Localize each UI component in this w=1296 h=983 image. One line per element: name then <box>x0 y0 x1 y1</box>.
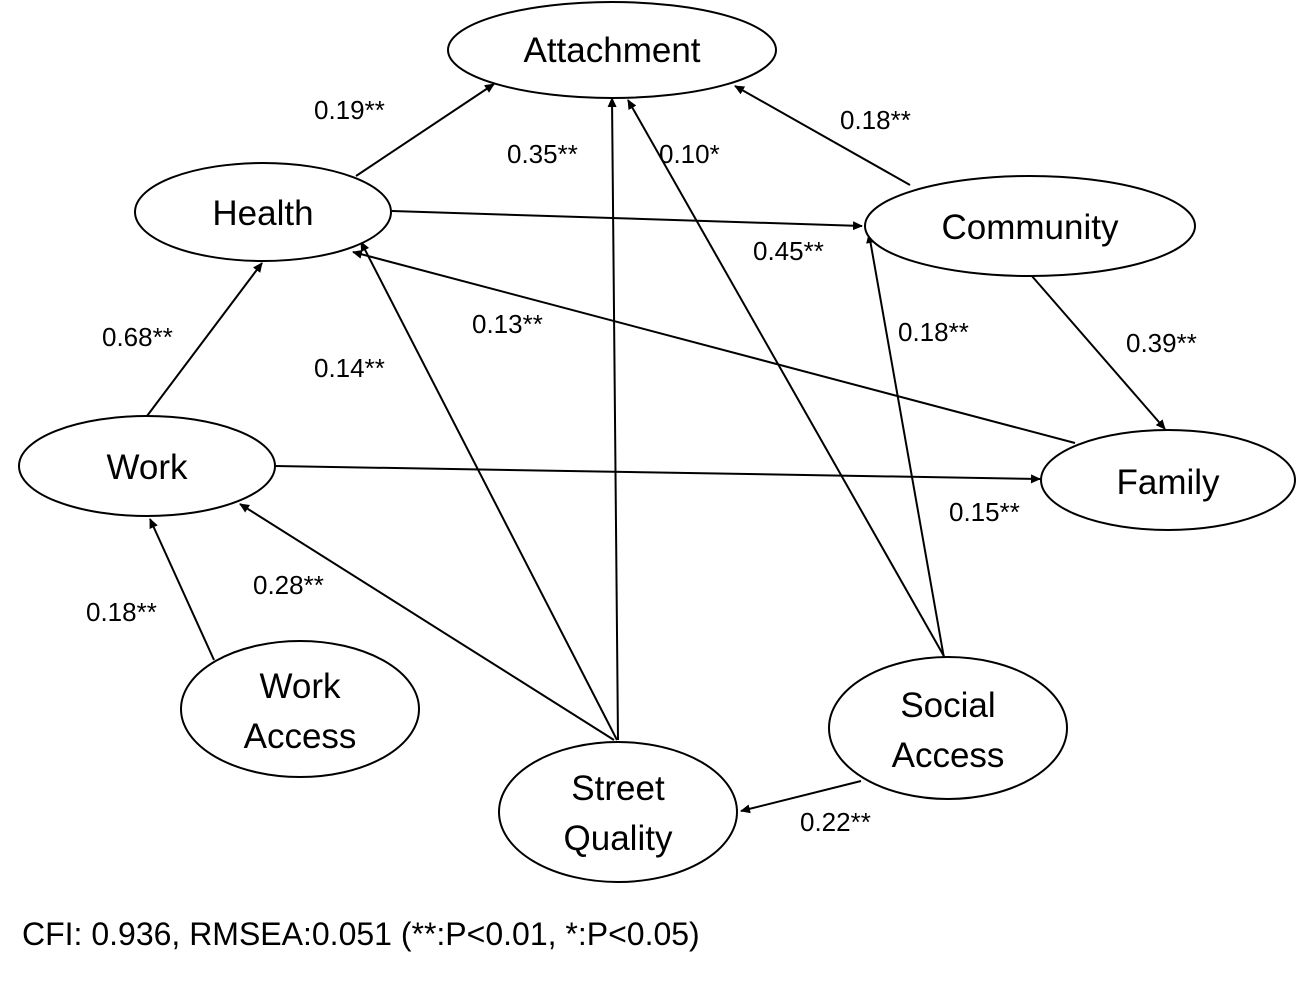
coef-social-community: 0.18** <box>898 317 969 347</box>
coef-work-family: 0.15** <box>949 497 1020 527</box>
node-social-access-label-1: Social <box>900 686 995 725</box>
node-work: Work <box>18 415 276 517</box>
coef-street-health: 0.14** <box>314 353 385 383</box>
node-attachment-label: Attachment <box>523 31 700 70</box>
edge-work-family <box>274 465 1041 484</box>
coef-health-attachment: 0.19** <box>314 95 385 125</box>
coef-work-health: 0.68** <box>102 322 173 352</box>
coef-social-street: 0.22** <box>800 807 871 837</box>
edge-social-attachment <box>627 99 946 659</box>
node-work-access-label-2: Access <box>244 717 357 756</box>
edge-health-attachment <box>355 83 495 177</box>
node-social-access-label-2: Access <box>892 736 1005 775</box>
node-work-label: Work <box>106 448 188 487</box>
edge-street-work <box>239 503 615 741</box>
node-health-label: Health <box>212 194 313 233</box>
edge-community-attachment <box>734 85 911 186</box>
node-attachment: Attachment <box>447 1 777 99</box>
node-health: Health <box>134 162 392 262</box>
edge-social-community <box>866 233 945 659</box>
node-street-quality: Street Quality <box>498 741 738 883</box>
coef-community-attachment: 0.18** <box>840 105 911 135</box>
node-work-access-label-1: Work <box>259 667 341 706</box>
edge-work-health <box>146 262 263 417</box>
model-fit-note: CFI: 0.936, RMSEA:0.051 (**:P<0.01, *:P<… <box>22 916 700 952</box>
node-community-label: Community <box>942 208 1119 247</box>
coef-health-community: 0.45** <box>753 236 824 266</box>
coef-community-family: 0.39** <box>1126 328 1197 358</box>
coef-workaccess-work: 0.18** <box>86 597 157 627</box>
edge-community-family <box>1030 274 1166 430</box>
coef-social-attachment: 0.10* <box>659 139 720 169</box>
node-work-access: Work Access <box>180 640 420 778</box>
node-family: Family <box>1040 429 1296 531</box>
node-social-access: Social Access <box>828 656 1068 800</box>
edge-street-health <box>360 241 618 741</box>
edge-social-street <box>740 780 862 814</box>
coef-family-health: 0.13** <box>472 309 543 339</box>
coef-street-attachment: 0.35** <box>507 139 578 169</box>
node-street-quality-label-1: Street <box>571 769 665 808</box>
edge-workaccess-work <box>149 518 215 661</box>
edge-street-attachment <box>607 97 619 741</box>
node-community: Community <box>864 175 1196 277</box>
node-family-label: Family <box>1116 463 1220 502</box>
coef-street-work: 0.28** <box>253 570 324 600</box>
edge-family-health <box>352 249 1076 444</box>
edge-health-community <box>391 210 863 231</box>
node-street-quality-label-2: Quality <box>564 819 673 858</box>
